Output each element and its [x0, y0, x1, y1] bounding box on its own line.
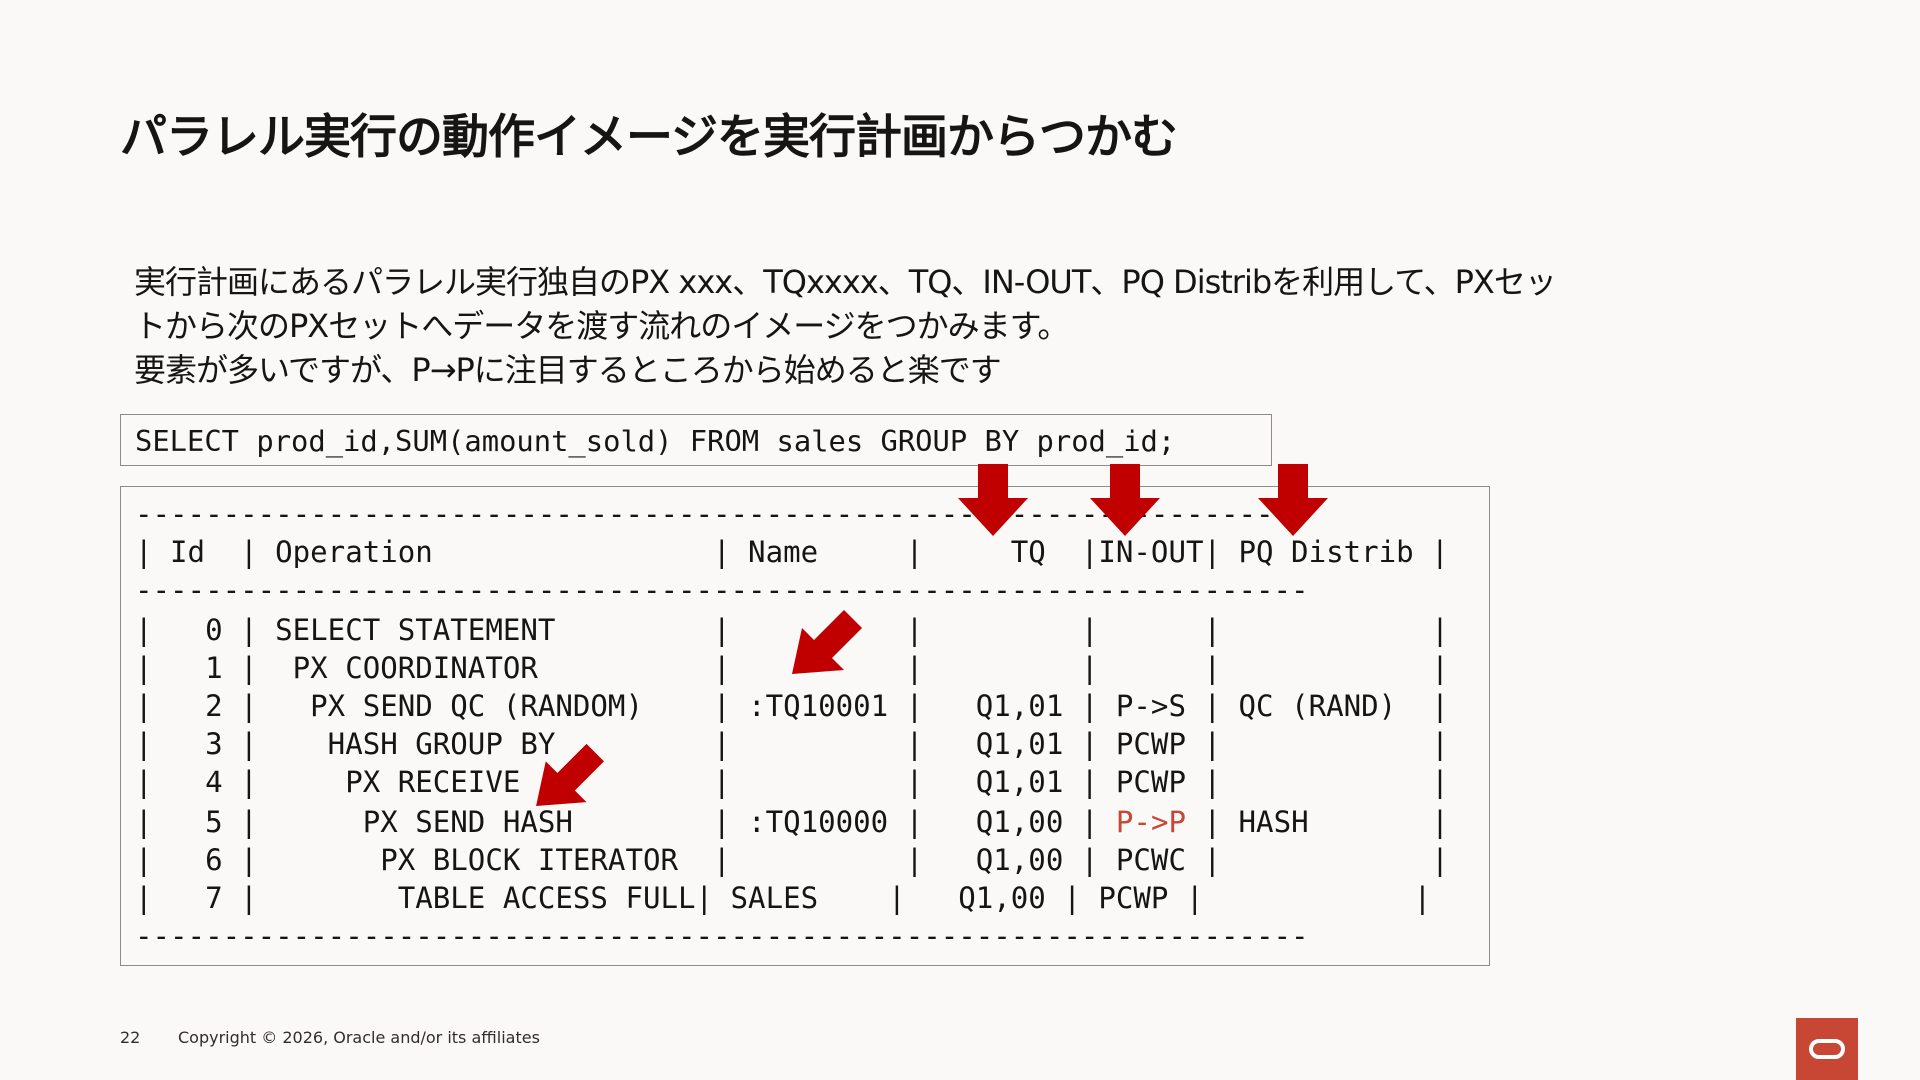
plan-row: | 3 | HASH GROUP BY | | Q1,01 | PCWP | |	[135, 727, 1449, 761]
plan-row: | 4 | PX RECEIVE | | Q1,01 | PCWP | |	[135, 765, 1449, 799]
description-line-1: 実行計画にあるパラレル実行独自のPX xxx、TQxxxx、TQ、IN-OUT、…	[134, 263, 1557, 301]
arrow-down-icon	[1090, 464, 1160, 536]
arrow-down-icon	[958, 464, 1028, 536]
slide-title: パラレル実行の動作イメージを実行計画からつかむ	[120, 110, 1178, 165]
page-number: 22	[120, 1028, 141, 1047]
plan-row: | 1 | PX COORDINATOR | | | | |	[135, 651, 1449, 685]
plan-row: | 0 | SELECT STATEMENT | | | | |	[135, 613, 1449, 647]
arrow-diagonal-icon	[792, 610, 862, 674]
arrow-diagonal-icon	[536, 743, 604, 806]
plan-separator-bottom: ----------------------------------------…	[135, 919, 1309, 953]
p-to-p-highlight: P->P	[1115, 805, 1186, 839]
copyright-text: Copyright © 2026, Oracle and/or its affi…	[178, 1028, 540, 1047]
description-line-2: トから次のPXセットへデータを渡す流れのイメージをつかみます。	[134, 307, 1069, 345]
execution-plan-box	[120, 486, 1490, 966]
oracle-logo-mark	[1809, 1039, 1845, 1059]
sql-statement-box: SELECT prod_id,SUM(amount_sold) FROM sal…	[120, 414, 1272, 466]
plan-row: | 6 | PX BLOCK ITERATOR | | Q1,00 | PCWC…	[135, 843, 1449, 877]
plan-row: | 7 | TABLE ACCESS FULL| SALES | Q1,00 |…	[135, 881, 1432, 915]
plan-row-highlighted: | 5 | PX SEND HASH | :TQ10000 | Q1,00 | …	[135, 805, 1449, 839]
arrow-down-icon	[1258, 464, 1328, 536]
plan-separator-mid: ----------------------------------------…	[135, 573, 1309, 607]
description-line-3: 要素が多いですが、P→Pに注目するところから始めると楽です	[134, 351, 1002, 389]
plan-row: | 2 | PX SEND QC (RANDOM) | :TQ10001 | Q…	[135, 689, 1449, 723]
plan-header: | Id | Operation | Name | TQ |IN-OUT| PQ…	[135, 535, 1449, 569]
oracle-logo-icon	[1796, 1018, 1858, 1080]
sql-statement: SELECT prod_id,SUM(amount_sold) FROM sal…	[135, 424, 1176, 458]
slide-description: 実行計画にあるパラレル実行独自のPX xxx、TQxxxx、TQ、IN-OUT、…	[134, 260, 1557, 392]
